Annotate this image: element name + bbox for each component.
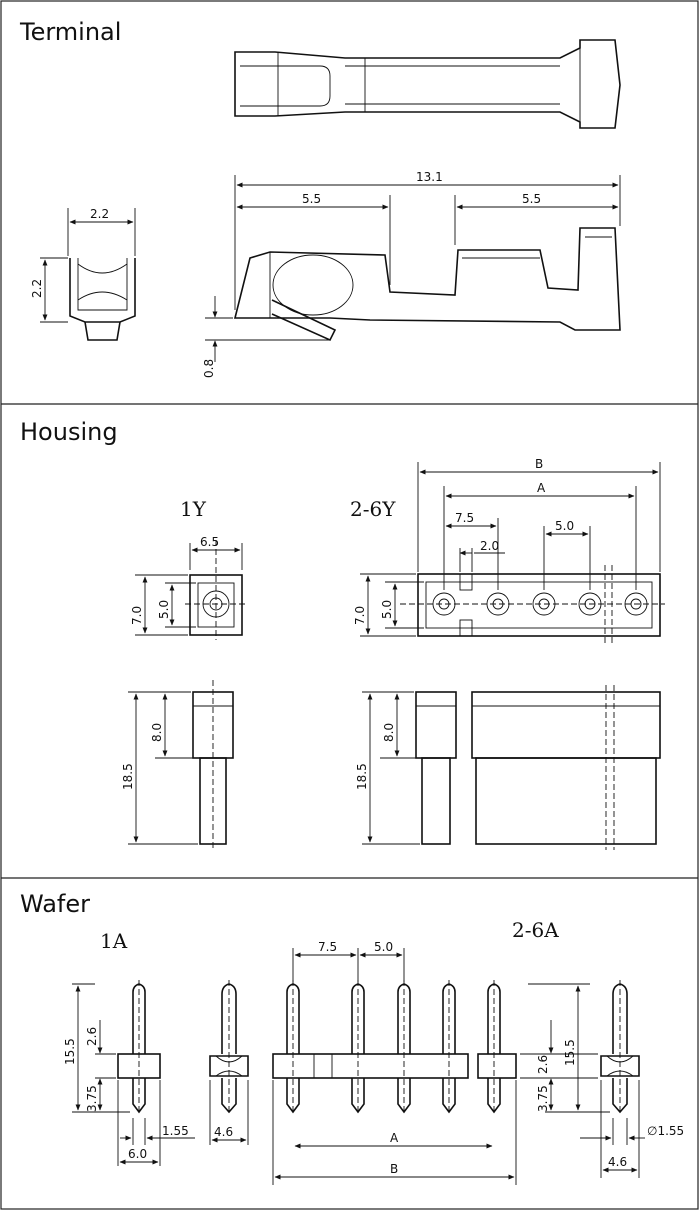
dim-terminal-right: 5.5: [522, 192, 541, 206]
dim-1y-inner: 5.0: [157, 600, 171, 619]
terminal-section: Terminal 2.2 2.2: [19, 18, 621, 378]
wafer-pins: [286, 980, 501, 1115]
label-2-6a: 2-6A: [512, 918, 559, 942]
dim-1a-pin: 1.55: [162, 1124, 189, 1138]
section-title-wafer: Wafer: [20, 890, 90, 918]
dim-2-6a-pitch: 5.0: [374, 940, 393, 954]
dim-1y-height: 7.0: [130, 606, 144, 625]
dim-2-6a-pin: ∅1.55: [647, 1124, 684, 1138]
dim-1a-total: 15.5: [63, 1038, 77, 1065]
housing-1y-side-view: 8.0 18.5: [121, 680, 234, 850]
dim-2-6a-upper: 2.6: [536, 1055, 550, 1074]
label-2-6y: 2-6Y: [350, 497, 396, 521]
dim-terminal-width: 2.2: [90, 207, 109, 221]
dim-side-left-width: 4.6: [214, 1125, 233, 1139]
housing-2-6y-side-view: 8.0 18.5: [355, 685, 661, 850]
dim-2-6y-b: B: [535, 457, 543, 471]
wafer-section: Wafer 1A 2-6A 15.5 2.6 3.75 6.0: [20, 890, 684, 1185]
dim-2-6y-pitch: 5.0: [555, 519, 574, 533]
housing-1y-front-view: 6.5 7.0 5.0: [130, 535, 248, 640]
dim-2-6a-pitch1: 7.5: [318, 940, 337, 954]
terminal-top-view: [234, 39, 621, 129]
dim-1a-lower: 3.75: [85, 1085, 99, 1112]
dim-1y-total: 18.5: [121, 763, 135, 790]
housing-cavities: [432, 592, 648, 616]
section-title-housing: Housing: [20, 418, 118, 446]
dim-2-6a-b: B: [390, 1162, 398, 1176]
wafer-side-view-right: 2.6 3.75 15.5 ∅1.55 4.6: [520, 980, 684, 1178]
dim-terminal-height: 2.2: [30, 279, 44, 298]
housing-section: Housing 1Y 2-6Y 6.5 7.0 5.0: [20, 418, 665, 850]
dim-2-6y-a: A: [537, 481, 546, 495]
housing-2-6y-front-view: B A 7.5 5.0 2.0 7.0 5.0: [353, 457, 665, 645]
dim-2-6y-top: 8.0: [382, 723, 396, 742]
dim-1y-width: 6.5: [200, 535, 219, 549]
label-1a: 1A: [100, 929, 128, 953]
dim-2-6y-total: 18.5: [355, 763, 369, 790]
dim-terminal-left: 5.5: [302, 192, 321, 206]
dim-1y-top: 8.0: [150, 723, 164, 742]
label-1y: 1Y: [180, 497, 207, 521]
dim-2-6a-lower: 3.75: [536, 1085, 550, 1112]
dim-terminal-thickness: 0.8: [202, 359, 216, 378]
terminal-side-view: 13.1 5.5 5.5 0.8: [202, 170, 621, 378]
section-title-terminal: Terminal: [19, 18, 121, 46]
dim-2-6a-total: 15.5: [563, 1039, 577, 1066]
dim-side-right-width: 4.6: [608, 1155, 627, 1169]
dim-1a-width: 6.0: [128, 1147, 147, 1161]
wafer-1a-front-view: 15.5 2.6 3.75 6.0 1.55: [63, 980, 195, 1166]
dim-2-6y-height: 7.0: [353, 606, 367, 625]
dim-terminal-length: 13.1: [416, 170, 443, 184]
wafer-side-view-left: 4.6: [209, 980, 249, 1145]
terminal-end-view: 2.2 2.2: [30, 207, 136, 341]
dim-2-6a-a: A: [390, 1131, 399, 1145]
wafer-2-6a-front-view: 7.5 5.0 A B: [272, 940, 517, 1185]
dim-2-6y-inner: 5.0: [380, 600, 394, 619]
dim-1a-upper: 2.6: [85, 1027, 99, 1046]
dim-2-6y-pitch1: 7.5: [455, 511, 474, 525]
dim-2-6y-key: 2.0: [480, 539, 499, 553]
